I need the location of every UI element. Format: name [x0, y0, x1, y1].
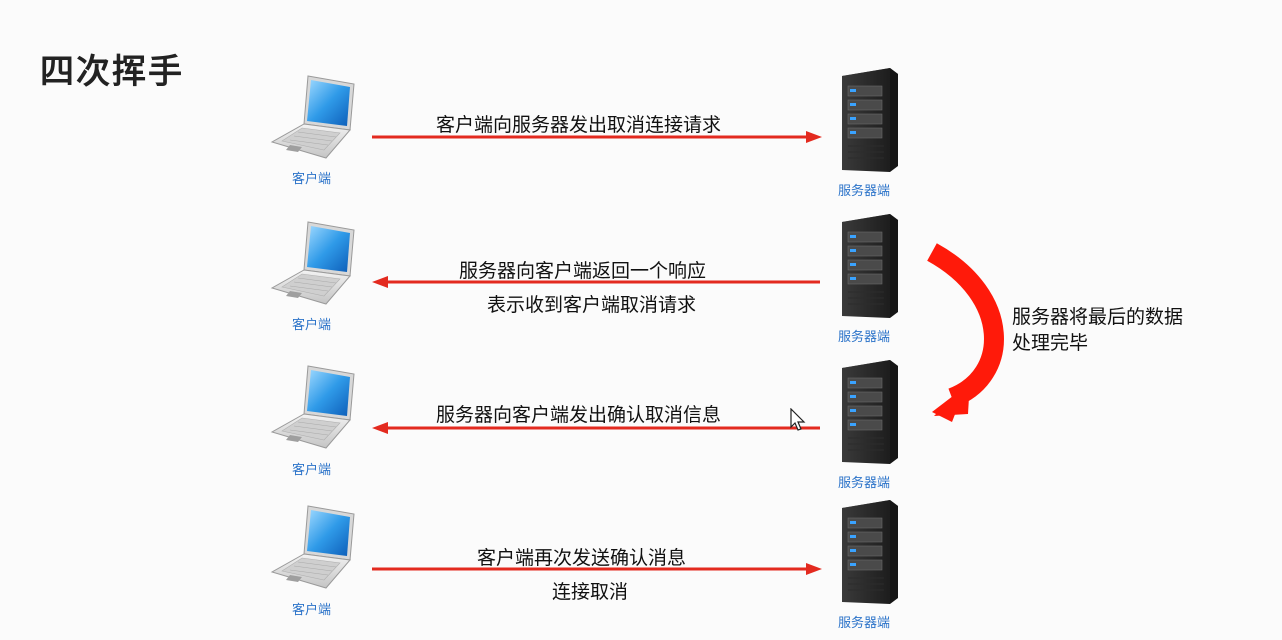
client-label: 客户端	[292, 318, 332, 333]
page-title: 四次挥手	[40, 52, 184, 92]
server-processing-note: 服务器将最后的数据 处理完毕	[1012, 304, 1183, 356]
arrow-step-4	[372, 563, 822, 575]
arrow-step-1	[372, 131, 822, 143]
step-3-message: 服务器向客户端发出确认取消信息	[436, 404, 722, 426]
server-label: 服务器端	[838, 476, 891, 491]
client-label: 客户端	[292, 172, 332, 187]
server-label: 服务器端	[838, 616, 891, 631]
arrow-step-3	[372, 422, 820, 434]
server-processing-note-line1: 服务器将最后的数据	[1012, 306, 1184, 328]
curved-arrow-icon	[926, 243, 1004, 422]
step-2-message: 服务器向客户端返回一个响应	[459, 260, 707, 282]
step-1-message: 客户端向服务器发出取消连接请求	[436, 114, 722, 136]
step-4-message-detail: 连接取消	[552, 581, 629, 603]
server-label: 服务器端	[838, 330, 891, 345]
server-processing-note-line2: 处理完毕	[1012, 332, 1089, 354]
arrow-step-2	[372, 276, 820, 288]
server-label: 服务器端	[838, 184, 891, 199]
mouse-cursor-icon	[790, 408, 806, 431]
client-label: 客户端	[292, 463, 332, 478]
client-label: 客户端	[292, 603, 332, 618]
step-4-message: 客户端再次发送确认消息	[477, 547, 687, 569]
step-2-message-detail: 表示收到客户端取消请求	[487, 294, 697, 316]
